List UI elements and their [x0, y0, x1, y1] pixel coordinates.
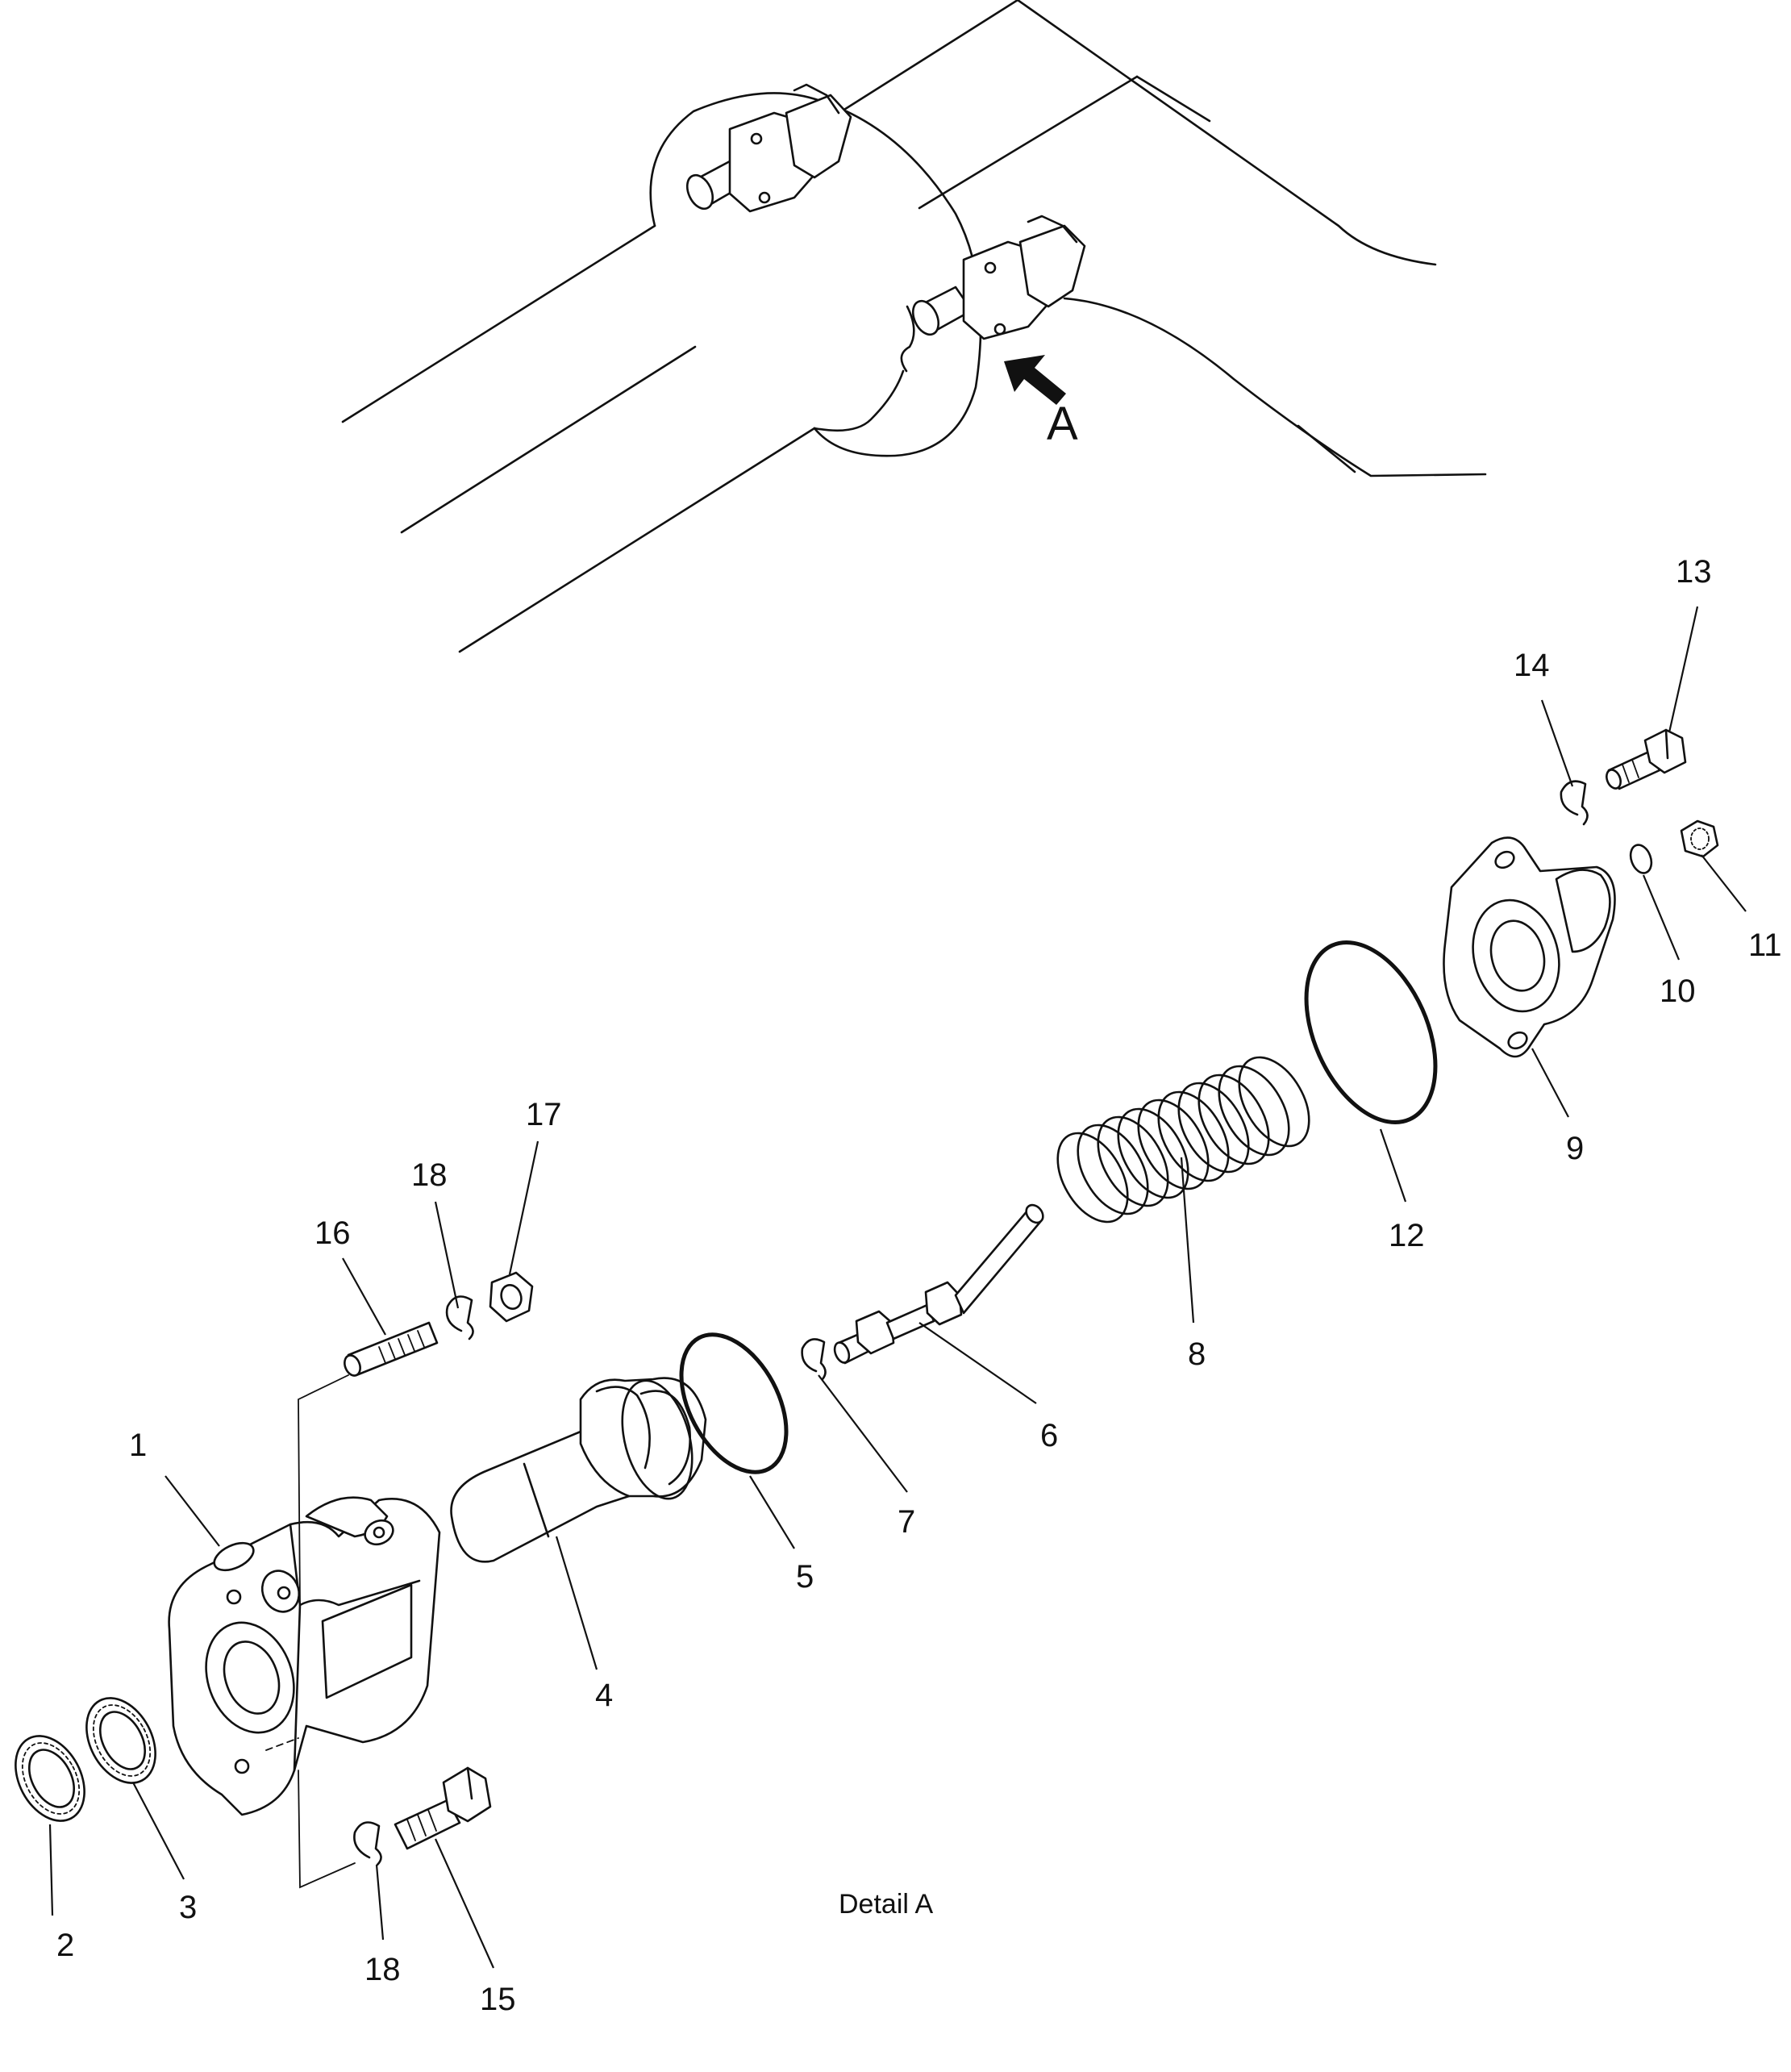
part-18-washer-lower: [353, 1821, 382, 1866]
callout-16: 16: [314, 1215, 351, 1251]
part-15-centerline: [298, 1770, 356, 1889]
callout-8: 8: [1188, 1336, 1206, 1372]
view-label-a: A: [1047, 398, 1078, 450]
overview-valve-upper: [685, 83, 852, 213]
callout-12: 12: [1389, 1218, 1425, 1253]
callout-5: 5: [796, 1559, 814, 1595]
part-17-nut: [489, 1271, 534, 1323]
callout-labels: 1 2 3 4 5 6 7 8 9 10 11 12 13 14 15 16 1…: [56, 554, 1782, 2017]
callout-18-lower: 18: [364, 1952, 401, 1987]
callout-15: 15: [480, 1982, 516, 2017]
callout-7: 7: [898, 1504, 915, 1540]
callout-6: 6: [1040, 1418, 1058, 1453]
part-8-spring: [1056, 1056, 1310, 1224]
overview-valve-lower: [911, 215, 1086, 340]
part-9-cover: [1443, 836, 1616, 1058]
part-7-snap-ring: [801, 1338, 827, 1381]
part-12-o-ring: [1304, 940, 1438, 1124]
callout-3: 3: [179, 1890, 197, 1925]
callout-9: 9: [1566, 1131, 1584, 1166]
part-16-centerline: [298, 1374, 349, 1606]
part-2-seal: [15, 1735, 85, 1822]
part-11-plug: [1680, 819, 1719, 858]
view-arrow-icon: [1004, 355, 1066, 405]
part-1-valve-body: [168, 1496, 441, 1816]
part-13-bolt: [1606, 728, 1687, 790]
part-3-seal: [85, 1697, 156, 1784]
part-16-stud: [344, 1321, 439, 1377]
callout-11: 11: [1748, 928, 1782, 963]
part-5-o-ring: [679, 1332, 789, 1474]
part-6-stem: [833, 1203, 1044, 1365]
callout-14: 14: [1514, 648, 1550, 683]
part-10-o-ring: [1629, 844, 1653, 874]
callout-4: 4: [595, 1678, 613, 1713]
callout-1: 1: [129, 1428, 147, 1463]
leader-lines: [48, 606, 1747, 1969]
part-4-spool: [450, 1377, 707, 1563]
callout-10: 10: [1660, 973, 1696, 1009]
callout-2: 2: [56, 1928, 74, 1963]
part-18-washer-upper: [445, 1295, 474, 1340]
overview-assembly: A: [341, 0, 1487, 653]
figure-caption: Detail A: [839, 1889, 933, 1920]
callout-18-upper: 18: [411, 1157, 448, 1193]
part-15-bolt: [394, 1766, 492, 1850]
callout-13: 13: [1676, 554, 1712, 590]
part-14-washer: [1560, 780, 1589, 826]
callout-17: 17: [526, 1097, 562, 1132]
